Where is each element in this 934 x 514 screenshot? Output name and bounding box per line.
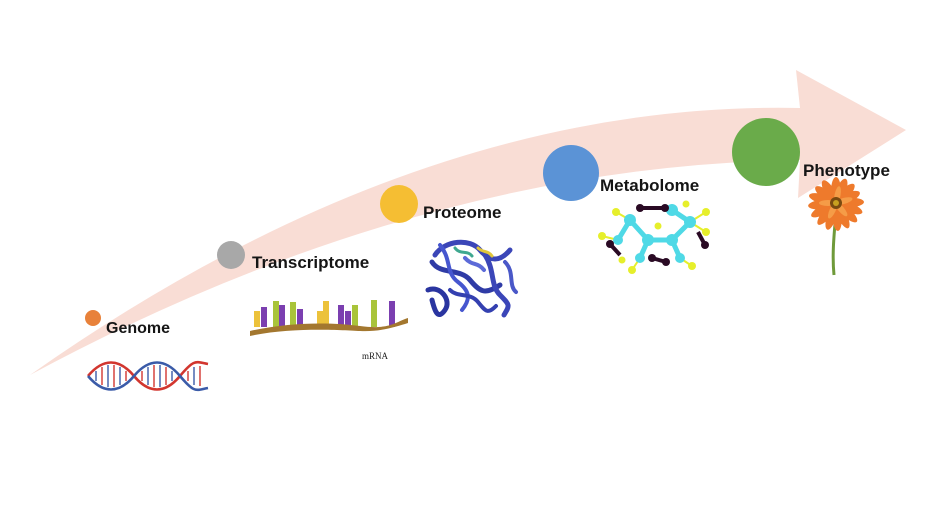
proteome-dot [380,185,418,223]
protein-structure-icon [425,239,518,318]
genome-dot [85,310,101,326]
proteome-label: Proteome [423,203,501,222]
genome-label: Genome [106,320,170,337]
mrna-label: mRNA [362,351,389,361]
metabolome-dot [543,145,599,201]
phenotype-label: Phenotype [803,161,890,180]
transcriptome-label: Transcriptome [252,253,369,272]
mrna-strand-icon [250,300,408,336]
dna-double-helix-icon [87,360,209,392]
metabolome-label: Metabolome [600,176,699,195]
phenotype-dot [732,118,800,186]
molecule-ball-stick-icon [598,200,710,274]
gerbera-flower-icon [808,177,864,276]
transcriptome-dot [217,241,245,269]
progression-arrow [30,70,906,375]
